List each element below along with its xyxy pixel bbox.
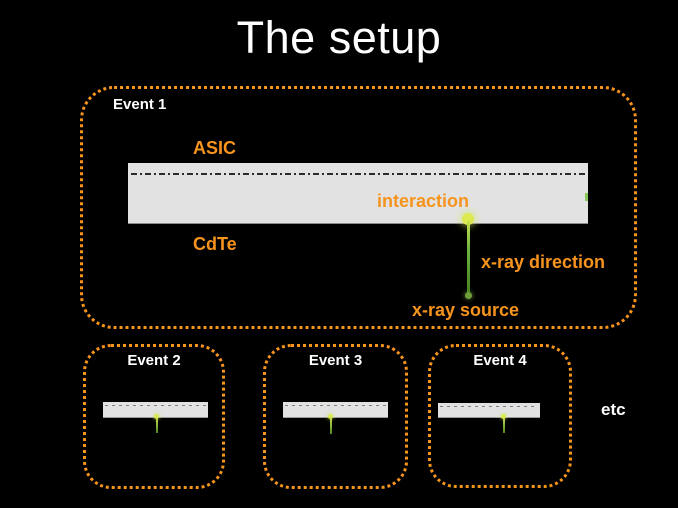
event2-label: Event 2 <box>127 352 181 369</box>
event1-label: Event 1 <box>113 96 167 113</box>
event3-detector-bar <box>283 402 388 418</box>
event4-label: Event 4 <box>473 352 527 369</box>
event3-label: Event 3 <box>308 352 363 369</box>
event2-dashdot-line <box>105 405 206 406</box>
interaction-label: interaction <box>377 191 470 211</box>
event4-interaction-dot <box>501 414 506 419</box>
cdte-label: CdTe <box>193 234 237 254</box>
xray-source-dot <box>465 292 472 299</box>
interaction-dot <box>462 213 474 225</box>
event2-box: Event 2 <box>83 344 225 489</box>
detector-bar <box>128 163 588 224</box>
event3-interaction-dot <box>328 414 333 419</box>
event3-beam-line <box>330 417 332 434</box>
bar-edge-green-mark <box>585 193 588 201</box>
event3-dashdot-line <box>285 405 386 406</box>
event2-beam-line <box>156 417 158 433</box>
slide-title: The setup <box>236 12 442 63</box>
xray-direction-label: x-ray direction <box>481 252 606 272</box>
event4-box: Event 4 <box>428 344 572 488</box>
event2-interaction-dot <box>154 414 159 419</box>
event3-box: Event 3 <box>263 344 408 489</box>
xray-source-label: x-ray source <box>412 300 520 320</box>
xray-beam-line <box>467 221 470 293</box>
event1-box: Event 1 ASIC CdTe interaction x-ray dire… <box>80 86 637 329</box>
etc-label: etc <box>601 400 626 419</box>
asic-label: ASIC <box>193 138 237 158</box>
event4-beam-line <box>503 417 505 433</box>
asic-dashdot-line <box>131 173 585 175</box>
event4-detector-bar <box>438 403 540 418</box>
event4-dashdot-line <box>440 406 538 407</box>
